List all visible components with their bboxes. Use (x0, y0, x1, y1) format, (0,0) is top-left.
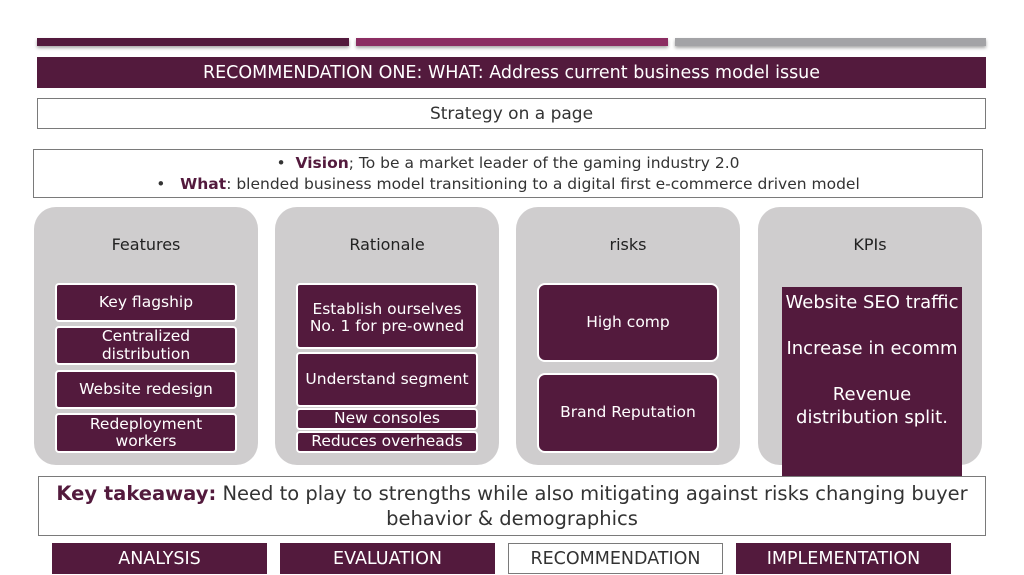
nav-tab-analysis[interactable]: ANALYSIS (52, 543, 267, 574)
features-title: Features (111, 235, 181, 254)
feature-item: Redeployment workers (55, 413, 237, 453)
top-bar-accent (356, 38, 668, 46)
vision-box: • Vision; To be a market leader of the g… (33, 149, 983, 198)
features-column: Features Key flagship Centralized distri… (34, 207, 258, 465)
bullet: • (276, 154, 286, 172)
nav-tab-recommendation[interactable]: RECOMMENDATION (508, 543, 723, 574)
nav-tab-implementation[interactable]: IMPLEMENTATION (736, 543, 951, 574)
kpi-line: Increase in ecomm (786, 338, 958, 359)
risks-column: risks High comp Brand Reputation (516, 207, 740, 465)
vision-line: • Vision; To be a market leader of the g… (34, 154, 982, 172)
what-text: : blended business model transitioning t… (226, 175, 860, 193)
kpi-line (782, 314, 962, 337)
nav-tab-evaluation[interactable]: EVALUATION (280, 543, 495, 574)
vision-label: Vision (295, 154, 349, 172)
rationale-column: Rationale Establish ourselves No. 1 for … (275, 207, 499, 465)
takeaway-text: Need to play to strengths while also mit… (216, 482, 968, 530)
banner-title: RECOMMENDATION ONE: WHAT: Address curren… (202, 62, 821, 83)
key-takeaway-box: Key takeaway: Need to play to strengths … (38, 476, 986, 536)
takeaway-label: Key takeaway: (56, 482, 217, 505)
feature-item: Website redesign (55, 370, 237, 409)
kpi-box: Website SEO traffic Increase in ecomm Re… (782, 287, 962, 477)
rationale-item: Establish ourselves No. 1 for pre-owned (296, 283, 478, 349)
nav-tab-label: RECOMMENDATION (530, 548, 701, 569)
kpi-line (782, 360, 962, 383)
feature-item: Key flagship (55, 283, 237, 322)
rationale-item: Understand segment (296, 352, 478, 407)
rationale-item: New consoles (296, 408, 478, 430)
vision-text: ; To be a market leader of the gaming in… (348, 154, 740, 172)
recommendation-banner: RECOMMENDATION ONE: WHAT: Address curren… (37, 57, 986, 88)
top-bar-primary (37, 38, 349, 46)
risk-item: Brand Reputation (537, 373, 719, 453)
kpis-title: KPIs (853, 235, 887, 254)
feature-item: Centralized distribution (55, 326, 237, 365)
rationale-item: Reduces overheads (296, 431, 478, 453)
kpi-line: Website SEO traffic (785, 292, 959, 313)
strategy-title: Strategy on a page (429, 103, 594, 124)
strategy-header: Strategy on a page (37, 98, 986, 129)
risks-title: risks (609, 235, 647, 254)
nav-tab-label: EVALUATION (333, 548, 442, 569)
top-bar-gray (675, 38, 986, 46)
takeaway-content: Key takeaway: Need to play to strengths … (47, 481, 977, 531)
bullet: • (156, 175, 166, 193)
nav-tab-label: ANALYSIS (118, 548, 201, 569)
risk-item: High comp (537, 283, 719, 362)
rationale-title: Rationale (349, 235, 425, 254)
nav-tab-label: IMPLEMENTATION (766, 548, 921, 569)
what-line: • What: blended business model transitio… (34, 175, 982, 193)
kpi-line: Revenue distribution split. (796, 384, 948, 428)
what-label: What (180, 175, 227, 193)
